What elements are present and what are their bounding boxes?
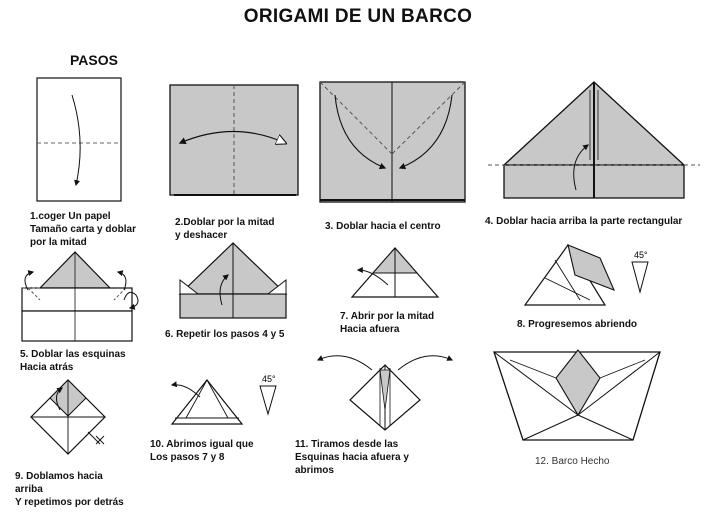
step-12-figure	[493, 349, 661, 441]
step-3-caption: 3. Doblar hacia el centro	[325, 221, 441, 232]
angle-mark-10: 45°	[262, 374, 276, 384]
step-8-figure	[523, 243, 649, 306]
step-5-figure	[21, 251, 139, 342]
step-4-caption: 4. Doblar hacia arriba la parte rectangu…	[485, 216, 683, 227]
steps-heading: PASOS	[70, 52, 118, 68]
step-12-caption: 12. Barco Hecho	[535, 456, 610, 467]
step-6-caption: 6. Repetir los pasos 4 y 5	[165, 329, 285, 340]
step-4-figure	[488, 81, 700, 199]
step-7-figure	[350, 247, 440, 298]
step-1-figure	[36, 77, 122, 202]
step-9-figure	[30, 379, 106, 455]
step-10-figure	[170, 379, 277, 425]
step-2-figure	[169, 84, 299, 196]
step-6-figure	[178, 242, 288, 319]
step-11-figure	[316, 355, 454, 431]
step-3-figure	[319, 81, 466, 203]
angle-mark-8: 45°	[634, 250, 648, 260]
page-title: ORIGAMI DE UN BARCO	[243, 6, 473, 27]
step-8-caption: 8. Progresemos abriendo	[517, 319, 638, 330]
